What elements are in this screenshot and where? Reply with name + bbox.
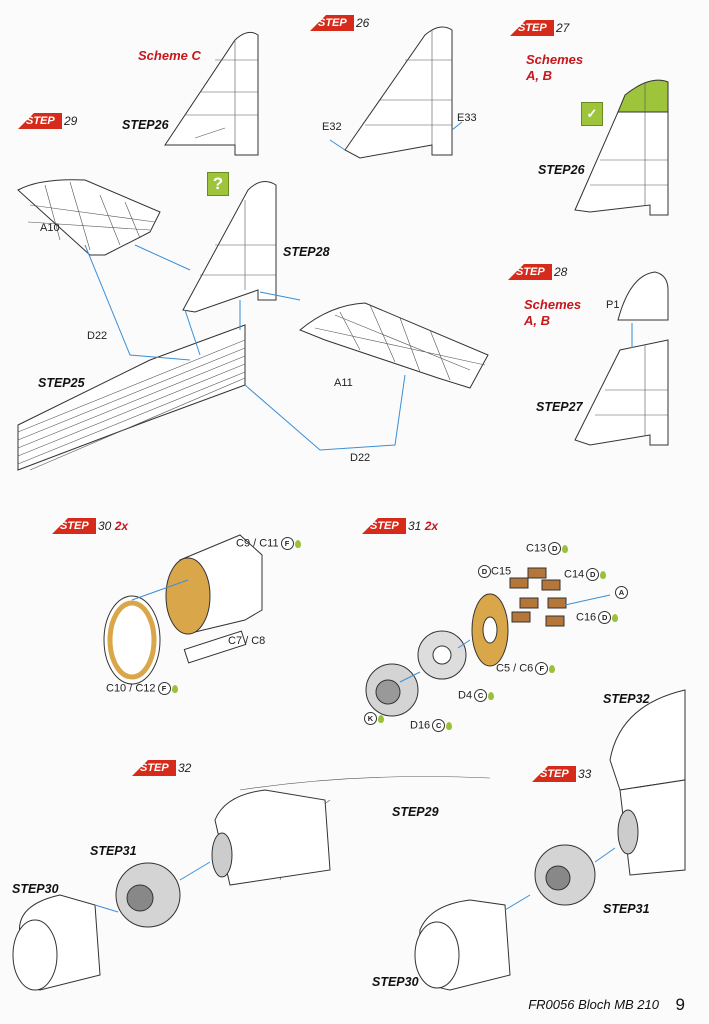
fin-green-tip-drawing <box>574 79 669 216</box>
part-p1: P1 <box>606 299 620 311</box>
engine-exploded-drawing <box>365 567 611 717</box>
ref-step32: STEP32 <box>603 692 650 706</box>
ref-step30-a: STEP30 <box>12 882 59 896</box>
cowling-drawing <box>103 534 263 685</box>
footer-title: FR0056 Bloch MB 210 <box>528 997 659 1012</box>
color-code-a: A <box>613 586 628 599</box>
part-a10: A10 <box>40 222 60 234</box>
question-icon: ? <box>207 172 229 196</box>
part-c7-c8: C7 / C8 <box>228 635 266 647</box>
ref-step26-b: STEP26 <box>538 163 585 177</box>
tail-assembly-drawing <box>17 179 489 471</box>
color-code-k: K <box>362 712 384 725</box>
ref-step25: STEP25 <box>38 376 85 390</box>
part-a11: A11 <box>334 377 353 389</box>
ref-step28: STEP28 <box>283 245 330 259</box>
fin-e32-e33-drawing <box>329 26 463 159</box>
ref-step29: STEP29 <box>392 805 439 819</box>
part-d22-a: D22 <box>87 330 108 342</box>
ref-step26-a: STEP26 <box>122 118 169 132</box>
ref-step30-b: STEP30 <box>372 975 419 989</box>
nacelle-step33-drawing <box>414 689 686 991</box>
cement-icon: ✓ <box>581 102 603 126</box>
ref-step31-a: STEP31 <box>90 844 137 858</box>
part-e33: E33 <box>457 112 477 124</box>
part-d22-b: D22 <box>350 452 371 464</box>
page-number: 9 <box>675 995 685 1014</box>
scheme-c-label: Scheme C <box>138 48 201 63</box>
part-e32: E32 <box>322 121 342 133</box>
fin-canopy-drawing <box>574 271 669 446</box>
ref-step31-b: STEP31 <box>603 902 650 916</box>
ref-step27: STEP27 <box>536 400 583 414</box>
fin-scheme-c-drawing <box>164 31 259 156</box>
nacelle-step32-drawing <box>12 776 491 991</box>
